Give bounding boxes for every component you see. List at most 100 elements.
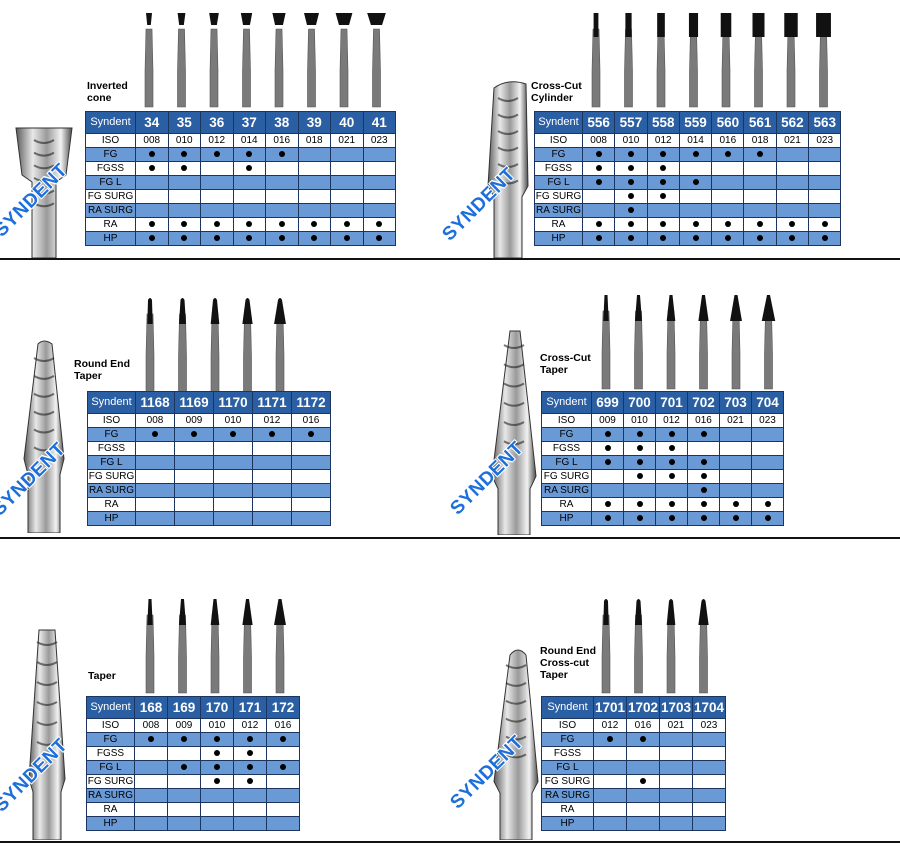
availability-dot-icon xyxy=(692,235,699,242)
availability-cell xyxy=(655,455,688,470)
availability-cell xyxy=(692,774,726,789)
iso-cell: 012 xyxy=(655,413,688,428)
iso-cell: 023 xyxy=(692,718,726,733)
size-cell: 37 xyxy=(232,111,266,134)
bur-photo-icon xyxy=(493,649,539,840)
availability-dot-icon xyxy=(604,431,611,438)
row-label: HP xyxy=(85,231,136,246)
availability-cell xyxy=(646,189,680,204)
availability-cell xyxy=(200,746,234,761)
availability-cell xyxy=(751,469,784,484)
row-label: FG SURG xyxy=(86,774,135,789)
bur-icon xyxy=(145,298,155,393)
iso-cell: 009 xyxy=(167,718,201,733)
availability-cell xyxy=(297,189,331,204)
bur-icon xyxy=(240,13,253,108)
availability-cell xyxy=(362,161,396,176)
availability-cell xyxy=(687,483,720,498)
availability-cell xyxy=(134,732,168,747)
availability-cell xyxy=(174,497,214,512)
availability-cell xyxy=(808,203,842,218)
availability-cell xyxy=(174,483,214,498)
availability-cell xyxy=(291,497,331,512)
availability-cell xyxy=(266,746,300,761)
row-label: FG SURG xyxy=(87,469,136,484)
availability-cell xyxy=(623,455,656,470)
iso-cell: 016 xyxy=(265,133,299,148)
availability-cell xyxy=(775,203,810,218)
iso-cell: 009 xyxy=(174,413,214,428)
availability-cell xyxy=(623,427,656,442)
bur-icon xyxy=(601,599,611,694)
header-label: Syndent xyxy=(541,391,592,414)
iso-cell: 016 xyxy=(711,133,745,148)
table-row: FG xyxy=(85,147,396,162)
iso-cell: 023 xyxy=(362,133,396,148)
iso-cell: 010 xyxy=(614,133,648,148)
availability-cell xyxy=(751,497,784,512)
availability-cell xyxy=(135,147,169,162)
bur-icon xyxy=(591,13,601,108)
size-cell: 556 xyxy=(581,111,616,134)
availability-cell xyxy=(233,774,267,789)
table-row: FG xyxy=(534,147,842,162)
availability-cell xyxy=(200,774,234,789)
availability-cell xyxy=(593,760,627,775)
availability-cell xyxy=(692,802,726,817)
section-divider xyxy=(0,841,900,843)
availability-cell xyxy=(134,802,168,817)
availability-dot-icon xyxy=(821,221,828,228)
bur-size-icons xyxy=(601,295,776,390)
table-row: FG xyxy=(541,732,726,747)
row-label: ISO xyxy=(541,718,594,733)
availability-cell xyxy=(135,455,175,470)
availability-dot-icon xyxy=(595,165,602,172)
row-label: ISO xyxy=(534,133,583,148)
availability-cell xyxy=(655,427,688,442)
table-row: HP xyxy=(541,816,726,831)
bur-icon xyxy=(698,295,709,390)
availability-cell xyxy=(167,175,201,190)
availability-dot-icon xyxy=(724,151,731,158)
size-cell: 560 xyxy=(711,111,745,134)
availability-cell xyxy=(135,497,175,512)
availability-cell xyxy=(623,469,656,484)
bur-icon xyxy=(242,298,253,393)
availability-dot-icon xyxy=(213,221,220,228)
availability-cell xyxy=(626,746,660,761)
table-row: FG L xyxy=(85,175,396,190)
availability-dot-icon xyxy=(246,235,253,242)
availability-cell xyxy=(200,802,234,817)
bur-photo-icon xyxy=(15,127,73,258)
availability-cell xyxy=(291,427,331,442)
availability-cell xyxy=(646,175,680,190)
availability-cell xyxy=(692,788,726,803)
availability-cell xyxy=(743,217,777,232)
availability-cell xyxy=(646,217,680,232)
row-label: FG SURG xyxy=(534,189,583,204)
iso-cell: 021 xyxy=(775,133,810,148)
iso-cell: 016 xyxy=(687,413,720,428)
availability-cell xyxy=(135,231,169,246)
availability-cell xyxy=(362,147,396,162)
availability-dot-icon xyxy=(627,221,634,228)
availability-cell xyxy=(719,427,752,442)
table-row: FG L xyxy=(534,175,842,190)
iso-cell: 010 xyxy=(213,413,253,428)
size-cell: 35 xyxy=(167,111,201,134)
availability-cell xyxy=(626,760,660,775)
size-cell: 38 xyxy=(265,111,299,134)
availability-cell xyxy=(135,441,175,456)
availability-dot-icon xyxy=(724,221,731,228)
availability-dot-icon xyxy=(640,778,646,785)
size-cell: 1702 xyxy=(626,696,660,719)
availability-cell xyxy=(581,189,616,204)
availability-dot-icon xyxy=(148,151,155,158)
row-label: ISO xyxy=(86,718,135,733)
bur-icon xyxy=(144,13,154,108)
bur-icon xyxy=(784,13,798,108)
